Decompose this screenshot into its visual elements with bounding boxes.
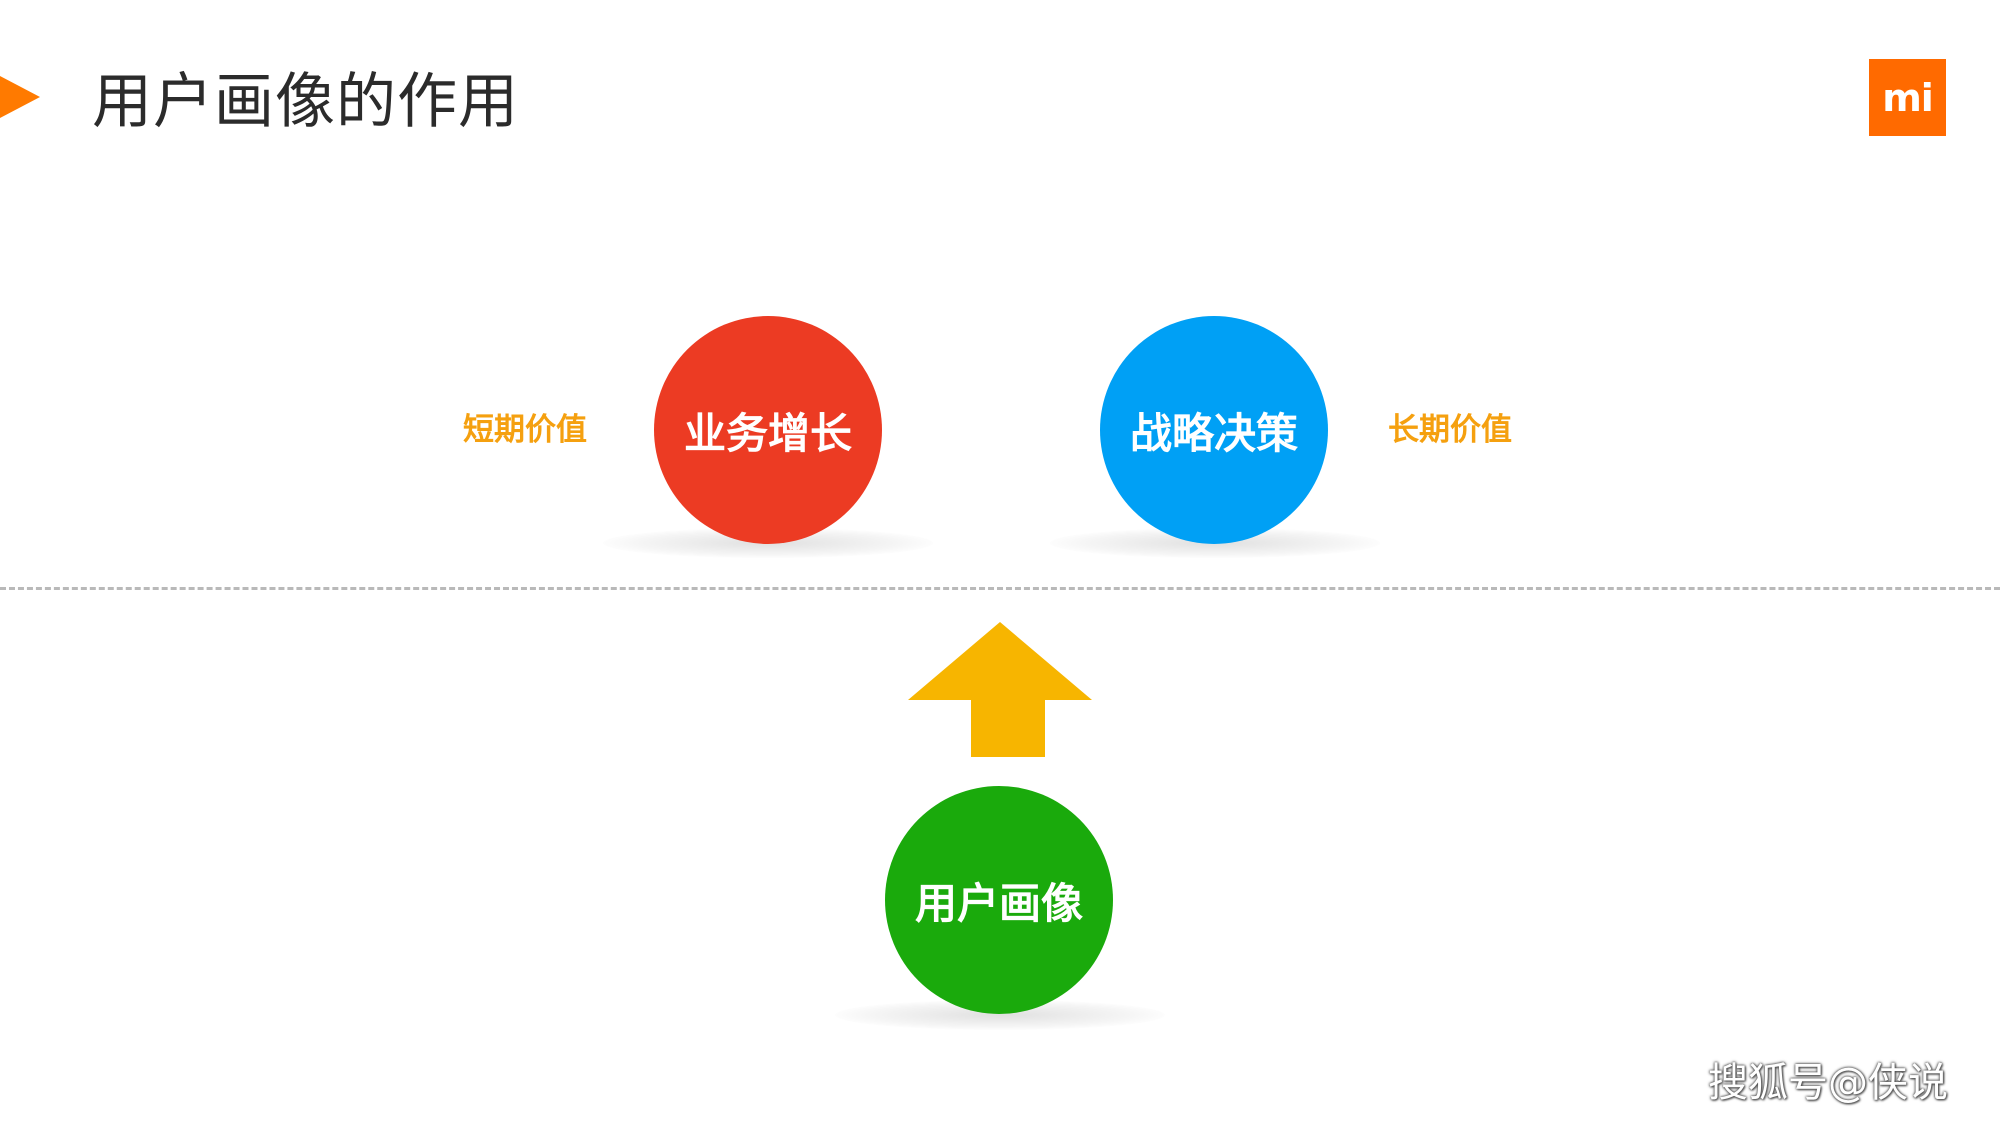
title-marker-icon — [0, 55, 40, 139]
strategic-decision-node: 战略决策 — [1100, 316, 1328, 544]
logo-text: mi — [1882, 75, 1934, 120]
arrow-up-icon — [908, 622, 1092, 757]
short-term-value-label: 短期价值 — [463, 412, 587, 448]
mi-logo-icon: mi — [1869, 59, 1946, 136]
user-persona-label: 用户画像 — [914, 878, 1083, 928]
user-persona-node: 用户画像 — [885, 786, 1113, 1014]
page-title: 用户画像的作用 — [92, 67, 519, 137]
dashed-divider — [0, 587, 2000, 590]
watermark: 搜狐号@侠说 — [1708, 1060, 1948, 1106]
business-growth-label: 业务增长 — [683, 408, 852, 458]
business-growth-node: 业务增长 — [654, 316, 882, 544]
strategic-decision-label: 战略决策 — [1129, 408, 1298, 458]
long-term-value-label: 长期价值 — [1388, 412, 1512, 448]
